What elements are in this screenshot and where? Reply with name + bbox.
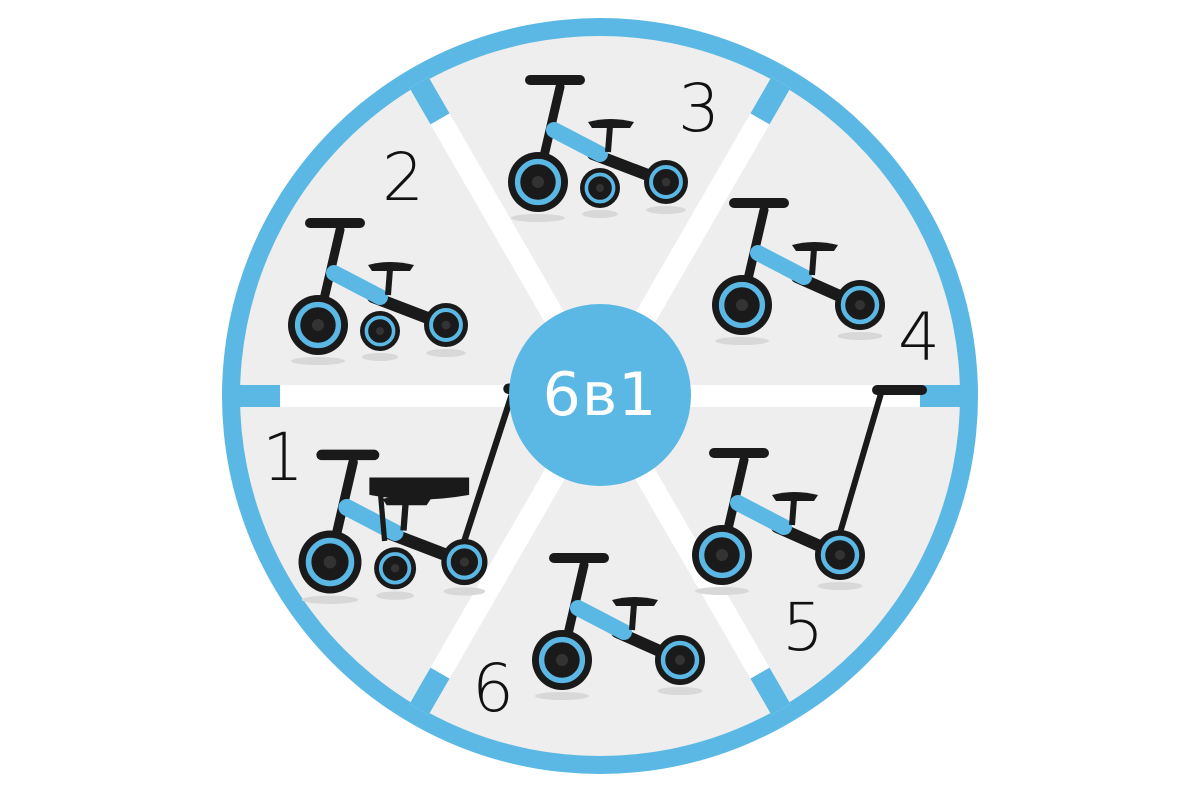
seat-icon — [612, 597, 658, 606]
seat-post — [605, 125, 613, 153]
wheel-shadow — [837, 332, 883, 340]
segment-number-3: 3 — [678, 70, 720, 147]
divider-tick — [409, 667, 450, 716]
frame-blue — [326, 265, 388, 305]
wheel-shadow — [646, 206, 686, 214]
segment-number-5: 5 — [782, 589, 824, 666]
wheel-shadow — [715, 337, 769, 345]
wheel-shadow — [657, 687, 703, 695]
segment-number-2: 2 — [382, 139, 424, 216]
wheel-hub — [532, 176, 544, 188]
center-badge — [509, 304, 691, 486]
wheel-shadow — [443, 587, 486, 596]
bikes — [288, 75, 927, 700]
wheel-shadow — [291, 357, 345, 365]
center-label: 6в1 — [542, 360, 658, 430]
wheel-rim — [840, 285, 880, 325]
divider-tick — [750, 76, 791, 125]
wheel-rim — [514, 158, 562, 206]
divider-tick — [750, 667, 791, 716]
wheel-rim — [820, 535, 860, 575]
seat-post — [400, 502, 409, 531]
wheel-rim — [698, 531, 746, 579]
frame-blue — [570, 600, 632, 640]
seat-post — [789, 498, 797, 526]
wheel-shadow — [817, 582, 863, 590]
seat-icon — [368, 262, 414, 271]
wheel-hub — [835, 550, 845, 560]
wheel-shadow — [301, 595, 359, 604]
seat-post — [629, 603, 637, 631]
wheel-shadow — [362, 353, 398, 361]
wheel-hub — [716, 549, 728, 561]
seat-post — [385, 268, 393, 296]
segment-number-4: 4 — [898, 299, 940, 376]
wheel-hub — [441, 320, 451, 330]
seat-icon — [588, 119, 634, 128]
wheel-hub — [312, 319, 324, 331]
bike-mode-5 — [692, 385, 927, 595]
segment-number-1: 1 — [262, 419, 304, 496]
wheel-rim — [429, 308, 463, 342]
wheel-rim — [294, 301, 342, 349]
bike-mode-2 — [288, 218, 468, 365]
wheel-shadow — [535, 692, 589, 700]
wheel-hub — [556, 654, 568, 666]
wheel-rim — [660, 640, 700, 680]
wheel-rim — [538, 636, 586, 684]
seat-post — [809, 248, 817, 276]
wheel-rim — [378, 552, 412, 585]
wheel-shadow — [695, 587, 749, 595]
frame-blue — [546, 122, 608, 162]
wheel-hub — [459, 557, 470, 567]
wheel-rim — [718, 281, 766, 329]
bike-mode-3 — [508, 75, 688, 222]
wheel-hub — [855, 300, 865, 310]
seat-ring-icon — [369, 477, 470, 542]
seat-icon — [792, 242, 838, 251]
wheel-rim — [584, 172, 616, 204]
segment-number-6: 6 — [472, 650, 514, 727]
bike-mode-4 — [712, 198, 885, 345]
wheel-hub — [675, 655, 685, 665]
wheel-shadow — [426, 349, 466, 357]
wheel-hub — [596, 184, 604, 192]
divider-tick — [409, 76, 450, 125]
wheel-hub — [736, 299, 748, 311]
wheel-hub — [323, 555, 337, 569]
wheel-rim — [305, 537, 355, 587]
bike-mode-6 — [532, 553, 705, 700]
frame-blue — [730, 495, 792, 535]
frame-blue — [750, 245, 812, 285]
push-handle-icon — [455, 385, 517, 560]
wheel-shadow — [582, 210, 618, 218]
frame-blue — [338, 499, 404, 542]
wheel-rim — [446, 544, 483, 580]
wheel-rim — [649, 165, 683, 199]
seat-icon — [772, 492, 818, 501]
wheel-hub — [390, 564, 400, 573]
wheel-hub — [376, 327, 384, 335]
wheel-shadow — [376, 591, 414, 600]
wheel-hub — [661, 177, 671, 187]
wheel-rim — [364, 315, 396, 347]
push-handle-icon — [832, 387, 885, 553]
wheel-shadow — [511, 214, 565, 222]
